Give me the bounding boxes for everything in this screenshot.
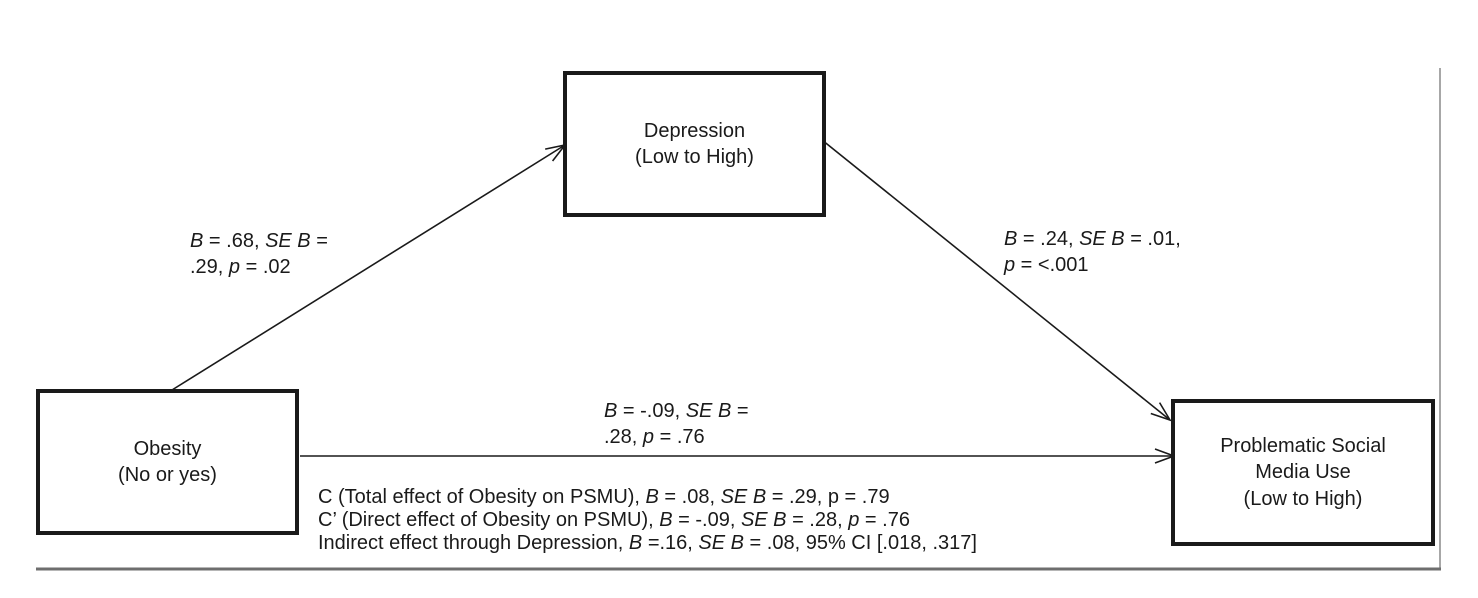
mediator-range: (Low to High): [635, 146, 754, 168]
path-a-label: B = .68, SE B = .29, p = .02: [190, 230, 328, 278]
effects-summary: C (Total effect of Obesity on PSMU), B =…: [318, 486, 977, 555]
outcome-name-line2: Media Use: [1255, 461, 1351, 484]
indirect-effect-line: Indirect effect through Depression, B =.…: [318, 532, 977, 554]
path-a-arrow: [171, 145, 565, 391]
path-c-prime-label: B = -.09, SE B = .28, p = .76: [604, 400, 749, 448]
outcome-box-psmu: Problematic Social Media Use (Low to Hig…: [1171, 399, 1435, 546]
total-effect-line: C (Total effect of Obesity on PSMU), B =…: [318, 486, 890, 508]
direct-effect-line: C’ (Direct effect of Obesity on PSMU), B…: [318, 509, 910, 531]
outcome-range: (Low to High): [1243, 487, 1363, 510]
path-b-label: B = .24, SE B = .01, p = <.001: [1004, 228, 1181, 276]
predictor-name: Obesity: [133, 437, 202, 460]
path-b-arrow: [821, 139, 1170, 420]
predictor-range: (No or yes): [118, 464, 217, 486]
predictor-box-obesity: Obesity (No or yes): [36, 389, 299, 535]
outcome-name-line1: Problematic Social: [1220, 434, 1386, 457]
mediator-name: Depression: [643, 119, 746, 142]
mediator-box-depression: Depression (Low to High): [563, 71, 826, 217]
